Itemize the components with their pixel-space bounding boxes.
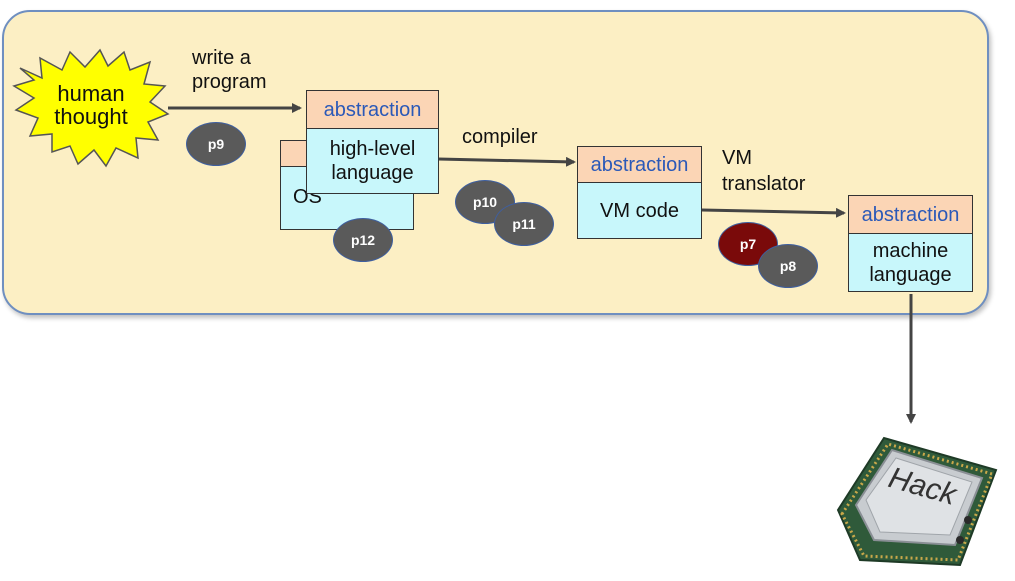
project-badge-p12[interactable]: p12 — [333, 218, 393, 262]
project-badge-p11[interactable]: p11 — [494, 202, 554, 246]
project-badge-p10[interactable]: p10 — [455, 180, 515, 224]
vm-translator-label: VM translator — [722, 147, 806, 195]
project-badge-p8[interactable]: p8 — [758, 244, 818, 288]
human-thought-label: human thought — [54, 81, 128, 129]
vm-translator-arrow — [701, 207, 846, 218]
machine-line1: machine — [872, 239, 949, 262]
chip-capacitor — [964, 516, 972, 524]
vm-code-box: VM code — [577, 182, 702, 239]
highlevel-line1: high-level — [329, 138, 416, 160]
toolchain-panel — [2, 10, 989, 315]
chip-heat-spreader-top — [865, 457, 973, 536]
machine-language-box: machine language — [848, 233, 973, 292]
human-thought-burst — [12, 48, 170, 168]
chip-contacts — [840, 442, 995, 562]
highlevel-line2: language — [331, 162, 414, 184]
highlevel-language-box: high-level language — [306, 128, 439, 194]
compiler-label: compiler — [462, 126, 538, 148]
write-program-label: write a program — [192, 47, 267, 93]
compiler-arrow — [437, 156, 576, 167]
machine-abstraction-header: abstraction — [848, 195, 973, 235]
machine-line2: language — [869, 263, 952, 286]
chip-capacitor — [956, 536, 964, 544]
project-badge-p9[interactable]: p9 — [186, 122, 246, 166]
highlevel-abstraction-header: abstraction — [306, 90, 439, 130]
